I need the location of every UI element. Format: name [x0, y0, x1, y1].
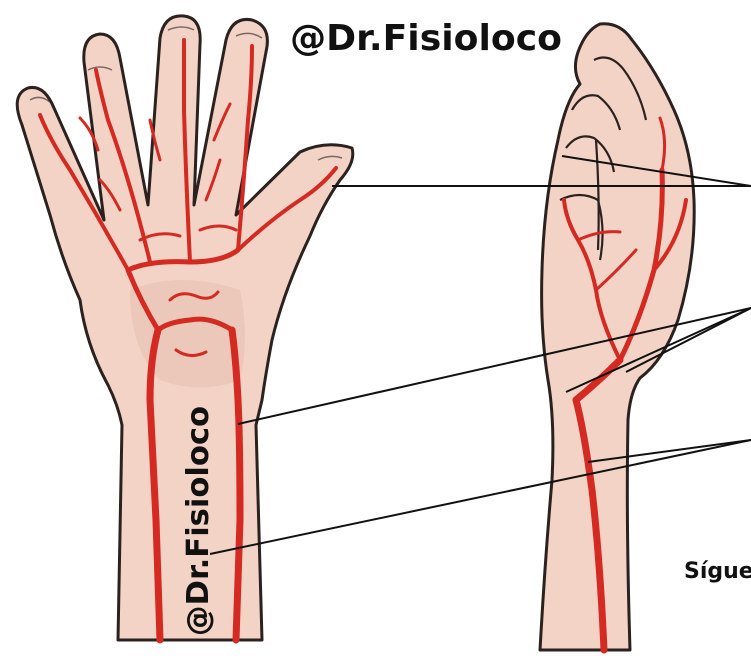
- watermark-vertical: @Dr.Fisioloco: [181, 406, 216, 636]
- caption-truncated: Sígue: [684, 559, 751, 584]
- right-hand-lateral-view: [540, 24, 694, 650]
- watermark-top: @Dr.Fisioloco: [290, 18, 562, 59]
- right-hand-outline: [540, 24, 694, 650]
